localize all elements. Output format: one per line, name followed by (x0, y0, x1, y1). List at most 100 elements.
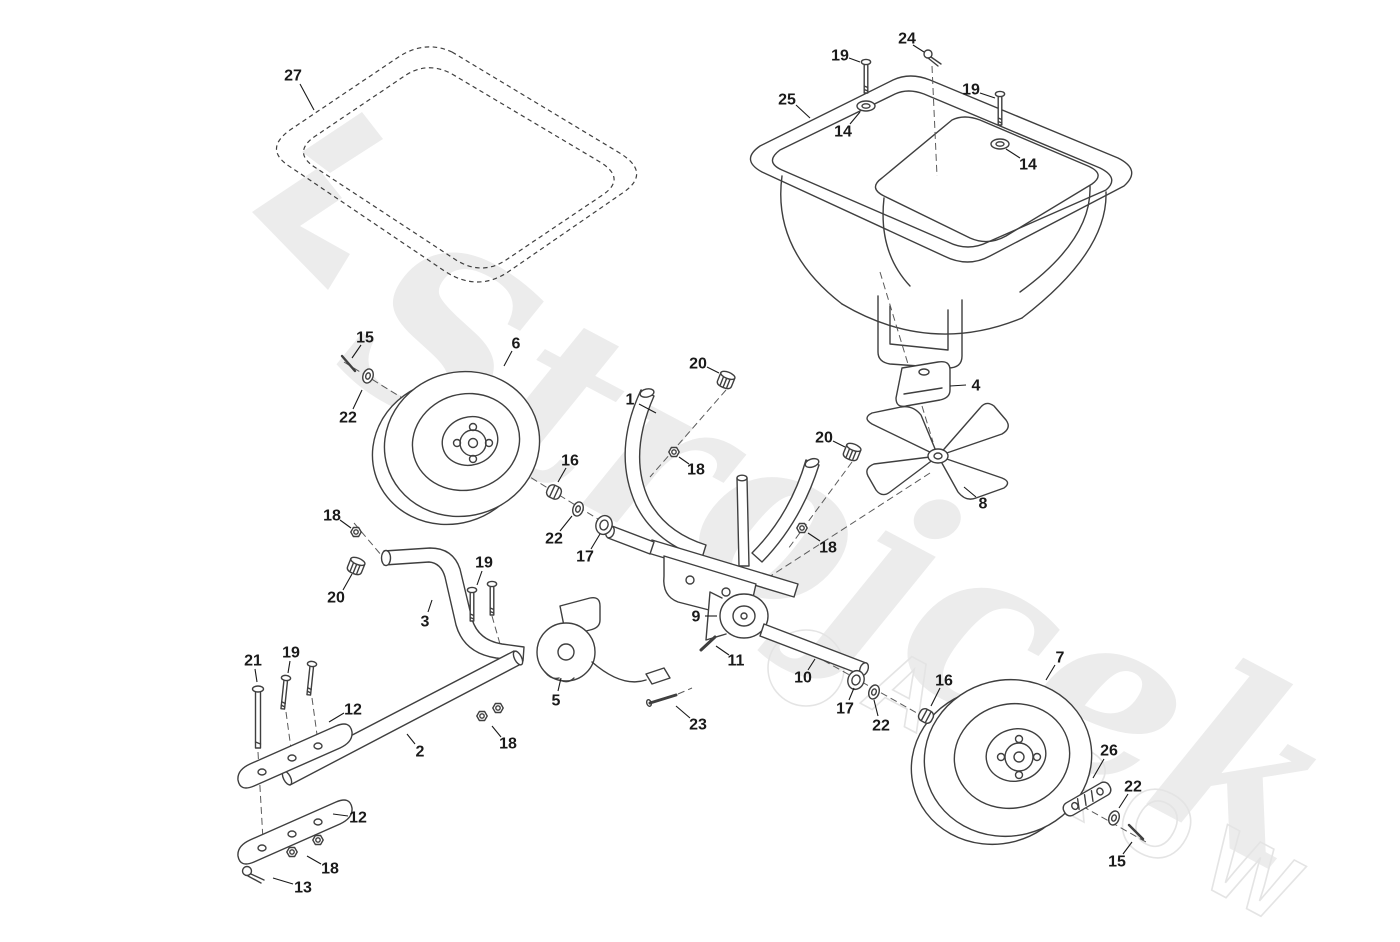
callout-label: 14 (834, 124, 852, 141)
callout-label: 18 (819, 540, 837, 557)
callout-label: 19 (475, 555, 493, 572)
part-19-bolt-hopper-left (860, 58, 872, 94)
callout-18: 18 (807, 532, 837, 557)
callout-22: 22 (339, 389, 363, 427)
callout-label: 7 (1056, 650, 1065, 667)
part-18-nut-1 (351, 528, 361, 537)
callout-leader-line (1092, 758, 1105, 779)
callout-1: 1 (626, 392, 657, 414)
callout-label: 9 (692, 609, 701, 626)
callout-label: 18 (323, 508, 341, 525)
callout-leader-line (557, 677, 562, 692)
callout-leader-line (339, 519, 352, 529)
callout-label: 22 (339, 410, 357, 427)
part-24-cotter-pin (923, 49, 942, 67)
callout-leader-line (306, 855, 322, 865)
callout-leader-line (254, 668, 258, 683)
callout-label: 14 (1019, 157, 1037, 174)
callout-label: 18 (499, 736, 517, 753)
callout-4: 4 (949, 378, 981, 395)
part-20-cap-3 (345, 554, 367, 577)
callout-leader-line (715, 645, 730, 656)
part-5-gate-assembly (536, 596, 671, 685)
callout-label: 2 (416, 744, 425, 761)
callout-3: 3 (421, 599, 433, 631)
callout-leader-line (427, 599, 433, 613)
callout-15: 15 (1108, 841, 1133, 871)
callout-label: 27 (284, 68, 302, 85)
callout-16: 16 (930, 673, 953, 707)
callout-15: 15 (351, 330, 374, 359)
callout-19: 19 (831, 48, 861, 65)
part-26-bracket (1062, 781, 1112, 817)
callout-6: 6 (503, 336, 521, 367)
callout-25: 25 (778, 92, 811, 119)
callout-leader-line (406, 733, 416, 745)
callout-leader-line (328, 712, 345, 723)
part-18-nut-2 (669, 448, 679, 457)
callout-label: 17 (576, 549, 594, 566)
part-3-hitch-tube-upper (380, 547, 525, 662)
callout-leader-line (848, 57, 861, 63)
callout-label: 19 (282, 645, 300, 662)
callout-22: 22 (872, 699, 890, 735)
callout-label: 19 (831, 48, 849, 65)
callout-20: 20 (815, 430, 846, 448)
callout-label: 22 (545, 531, 563, 548)
callout-leader-line (1118, 793, 1129, 809)
callout-label: 12 (344, 702, 362, 719)
callout-leader-line (559, 515, 573, 532)
callout-leader-line (807, 658, 816, 671)
callout-leader-line (590, 533, 601, 550)
part-18-nut-3 (797, 524, 807, 533)
callout-leader-line (675, 705, 691, 719)
callout-label: 18 (321, 861, 339, 878)
callout-leader-line (491, 725, 502, 738)
callout-leader-line (912, 44, 925, 53)
callout-leader-line (873, 699, 879, 717)
callout-leader-line (1122, 841, 1133, 855)
callout-19: 19 (962, 82, 996, 99)
callout-label: 16 (561, 453, 579, 470)
callout-leader-line (503, 350, 513, 367)
callout-label: 16 (935, 673, 953, 690)
part-25-hopper (749, 75, 1133, 369)
callout-leader-line (930, 687, 941, 707)
part-21-hitch-pin (251, 685, 265, 749)
callout-leader-line (332, 813, 349, 817)
callout-leader-line (342, 573, 353, 591)
part-19-bolt-hitch-2 (303, 660, 318, 697)
callout-label: 19 (962, 82, 980, 99)
callout-leader-line (638, 403, 657, 414)
callout-label: 22 (1124, 779, 1142, 796)
callout-13: 13 (272, 877, 312, 897)
callout-leader-line (272, 877, 294, 885)
callout-label: 20 (327, 590, 345, 607)
callout-label: 15 (1108, 854, 1126, 871)
part-27-lid (275, 46, 638, 283)
callout-leader-line (832, 440, 846, 448)
callout-label: 8 (979, 496, 988, 513)
callout-leader-line (963, 486, 977, 498)
watermark-logo-chevron-2 (302, 112, 383, 173)
part-14-washer-1 (856, 100, 876, 112)
callout-label: 4 (972, 378, 981, 395)
callout-19: 19 (475, 555, 493, 586)
callout-24: 24 (898, 31, 925, 53)
callout-label: 20 (689, 356, 707, 373)
callout-leader-line (287, 660, 291, 674)
callout-11: 11 (715, 645, 745, 670)
part-4-agitator-plate (895, 360, 951, 408)
callout-label: 24 (898, 31, 916, 48)
callout-12: 12 (332, 810, 367, 827)
callout-23: 23 (675, 705, 707, 734)
callout-5: 5 (552, 677, 562, 710)
callout-7: 7 (1045, 650, 1065, 681)
callout-leader-line (849, 111, 861, 125)
callout-label: 20 (815, 430, 833, 447)
callout-16: 16 (557, 453, 579, 483)
watermark-logo-chevron (252, 168, 350, 290)
callout-20: 20 (689, 356, 720, 374)
